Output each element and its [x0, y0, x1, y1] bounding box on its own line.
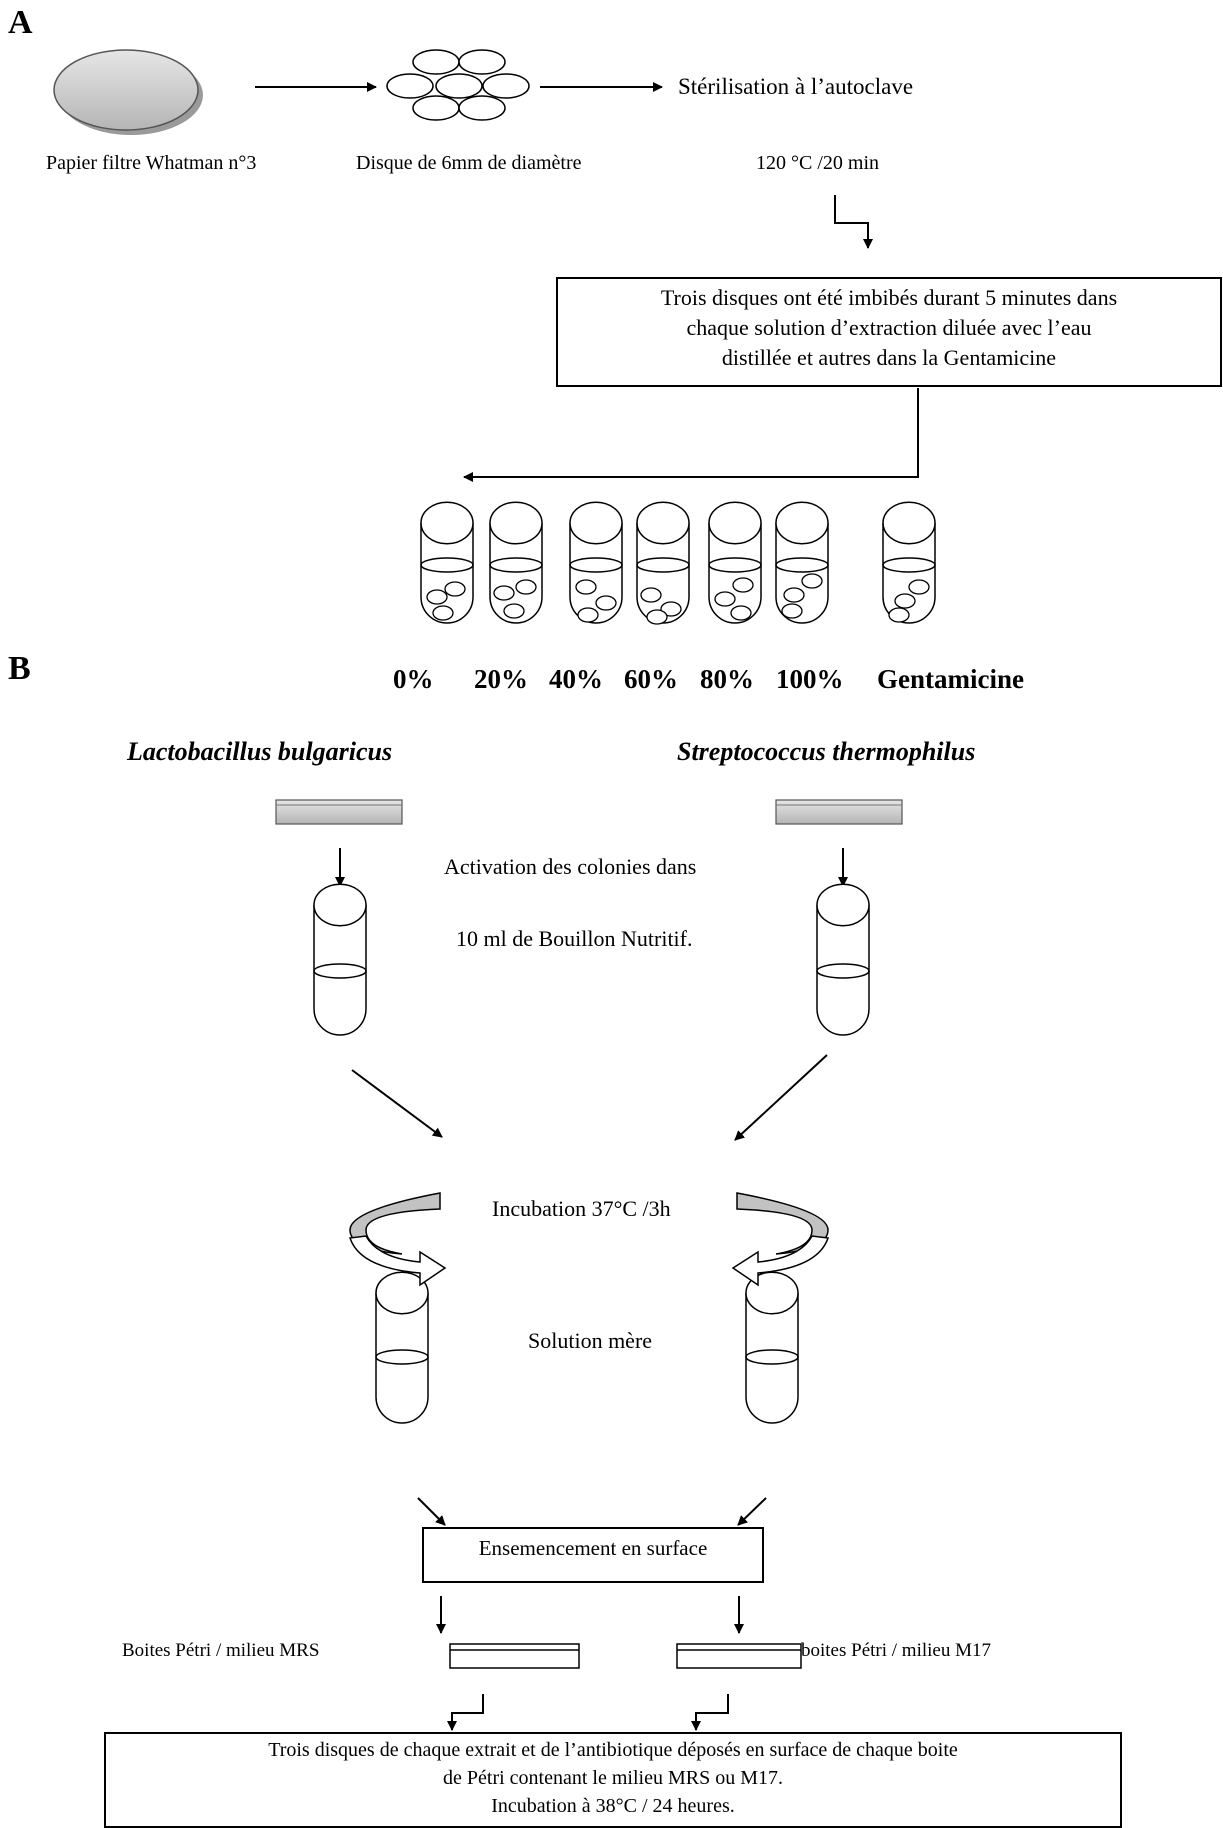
petri-dish-source-right	[775, 799, 903, 825]
arrow-left-stock-to-seeding	[417, 1497, 446, 1526]
arrow-box-to-tubes	[463, 388, 919, 482]
test-tube-icon	[745, 1271, 799, 1424]
petri-dish-source-left	[275, 799, 403, 825]
stock-solution-label: Solution mère	[528, 1328, 653, 1353]
arrow-mrs-to-final	[447, 1694, 484, 1731]
test-tube-icon	[708, 501, 762, 624]
diagram-canvas	[53, 49, 936, 1731]
soak-box-line-2: chaque solution d’extraction diluée avec…	[686, 315, 1092, 340]
arrow-right-stock-to-seeding	[737, 1497, 767, 1526]
test-tube-icon	[636, 501, 690, 625]
section-b-label: B	[8, 650, 31, 687]
concentration-label: Gentamicine	[877, 664, 1024, 694]
filter-paper-icon	[53, 49, 203, 135]
arrow-right-tube-to-incubation	[734, 1054, 828, 1141]
test-tube-icon	[420, 501, 474, 624]
strain-right-label: Streptococcus thermophilus	[677, 737, 976, 766]
filter-paper-label: Papier filtre Whatman n°3	[46, 152, 257, 174]
test-tube-icon	[313, 883, 367, 1036]
soak-box-line-3: distillée et autres dans la Gentamicine	[721, 345, 1057, 370]
test-tube-icon	[775, 501, 829, 624]
concentration-label: 40%	[549, 664, 603, 694]
concentration-label: 100%	[776, 664, 844, 694]
petri-dish-m17	[676, 1643, 802, 1669]
arrow-sterilisation-to-box	[834, 195, 873, 249]
arrow-m17-to-final	[691, 1694, 729, 1731]
test-tube-icon	[569, 501, 623, 624]
tubes-b	[313, 883, 870, 1424]
petri-mrs-label: Boites Pétri / milieu MRS	[122, 1640, 320, 1661]
soak-box: Trois disques ont été imbibés durant 5 m…	[556, 277, 1222, 387]
tubes-a	[420, 501, 936, 625]
concentration-label: 0%	[393, 664, 434, 694]
activation-line-1: Activation des colonies dans	[444, 854, 697, 879]
petri-m17-label: boites Pétri / milieu M17	[801, 1640, 991, 1661]
sterilisation-params: 120 °C /20 min	[756, 152, 880, 174]
disc-label: Disque de 6mm de diamètre	[356, 152, 582, 174]
arrow-left-tube-to-incubation	[351, 1069, 443, 1138]
strain-left-label: Lactobacillus bulgaricus	[127, 737, 393, 766]
concentration-label: 20%	[474, 664, 528, 694]
petri-dish-mrs	[449, 1643, 580, 1669]
final-box-line-1: Trois disques de chaque extrait et de l’…	[268, 1739, 958, 1761]
rotation-arrow-left-icon	[348, 1192, 447, 1287]
final-box: Trois disques de chaque extrait et de l’…	[104, 1732, 1122, 1828]
final-box-line-3: Incubation à 38°C / 24 heures.	[491, 1795, 735, 1817]
test-tube-icon	[816, 883, 870, 1036]
section-a-label: A	[8, 4, 33, 41]
concentration-label: 80%	[700, 664, 754, 694]
final-box-line-2: de Pétri contenant le milieu MRS ou M17.	[443, 1767, 783, 1789]
seeding-box: Ensemencement en surface	[422, 1527, 764, 1583]
concentration-label: 60%	[624, 664, 678, 694]
sterilisation-label: Stérilisation à l’autoclave	[678, 74, 914, 99]
discs-icon	[386, 49, 530, 121]
soak-box-line-1: Trois disques ont été imbibés durant 5 m…	[660, 285, 1118, 310]
incubation-label: Incubation 37°C /3h	[492, 1196, 671, 1221]
activation-line-2: 10 ml de Bouillon Nutritif.	[456, 926, 693, 951]
test-tube-icon	[882, 501, 936, 624]
rotation-arrow-right-icon	[731, 1192, 830, 1287]
test-tube-icon	[375, 1271, 429, 1424]
test-tube-icon	[489, 501, 543, 624]
